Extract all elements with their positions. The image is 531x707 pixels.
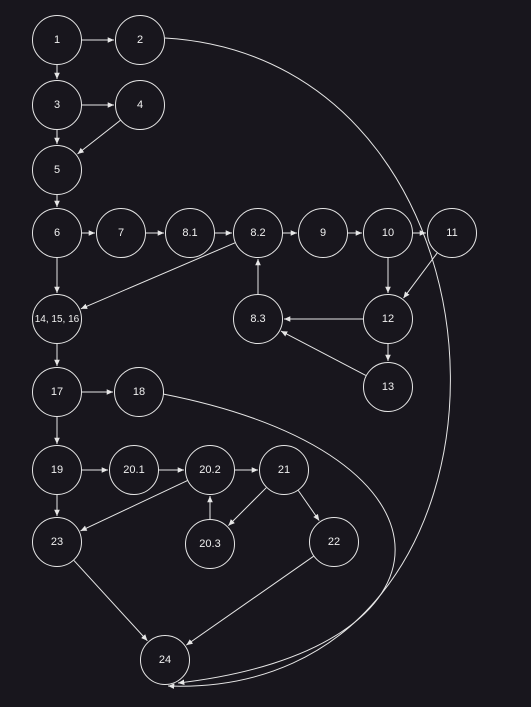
node-12[interactable]: 12 <box>363 294 413 344</box>
node-11[interactable]: 11 <box>427 208 477 258</box>
node-3[interactable]: 3 <box>32 80 82 130</box>
edge-11-to-12 <box>403 252 438 299</box>
node-18[interactable]: 18 <box>114 367 164 417</box>
node-13[interactable]: 13 <box>363 362 413 412</box>
edge-82-to-14 <box>80 242 236 310</box>
node-8-1[interactable]: 8.1 <box>165 208 215 258</box>
node-1[interactable]: 1 <box>32 15 82 65</box>
edge-22-to-24 <box>186 555 314 646</box>
node-5[interactable]: 5 <box>32 145 82 195</box>
node-17[interactable]: 17 <box>32 367 82 417</box>
node-20-1[interactable]: 20.1 <box>109 445 159 495</box>
node-4[interactable]: 4 <box>115 80 165 130</box>
node-10[interactable]: 10 <box>363 208 413 258</box>
node-21[interactable]: 21 <box>259 445 309 495</box>
node-22[interactable]: 22 <box>309 517 359 567</box>
edge-21-to-203 <box>228 487 267 526</box>
node-6[interactable]: 6 <box>32 208 82 258</box>
edge-23-to-24 <box>73 560 148 642</box>
node-9[interactable]: 9 <box>298 208 348 258</box>
node-23[interactable]: 23 <box>32 517 82 567</box>
node-14-15-16[interactable]: 14, 15, 16 <box>32 294 82 344</box>
node-20-2[interactable]: 20.2 <box>185 445 235 495</box>
edge-13-to-83 <box>280 330 367 376</box>
edge-18-to-24 <box>162 393 396 686</box>
node-7[interactable]: 7 <box>96 208 146 258</box>
edge-2-to-24 <box>164 37 451 690</box>
edge-202-to-23 <box>80 480 188 532</box>
edge-4-to-5 <box>77 120 121 155</box>
node-8-3[interactable]: 8.3 <box>233 294 283 344</box>
node-20-3[interactable]: 20.3 <box>185 519 235 569</box>
node-8-2[interactable]: 8.2 <box>233 208 283 258</box>
edge-21-to-22 <box>297 490 320 521</box>
node-24[interactable]: 24 <box>140 635 190 685</box>
node-19[interactable]: 19 <box>32 445 82 495</box>
node-2[interactable]: 2 <box>115 15 165 65</box>
